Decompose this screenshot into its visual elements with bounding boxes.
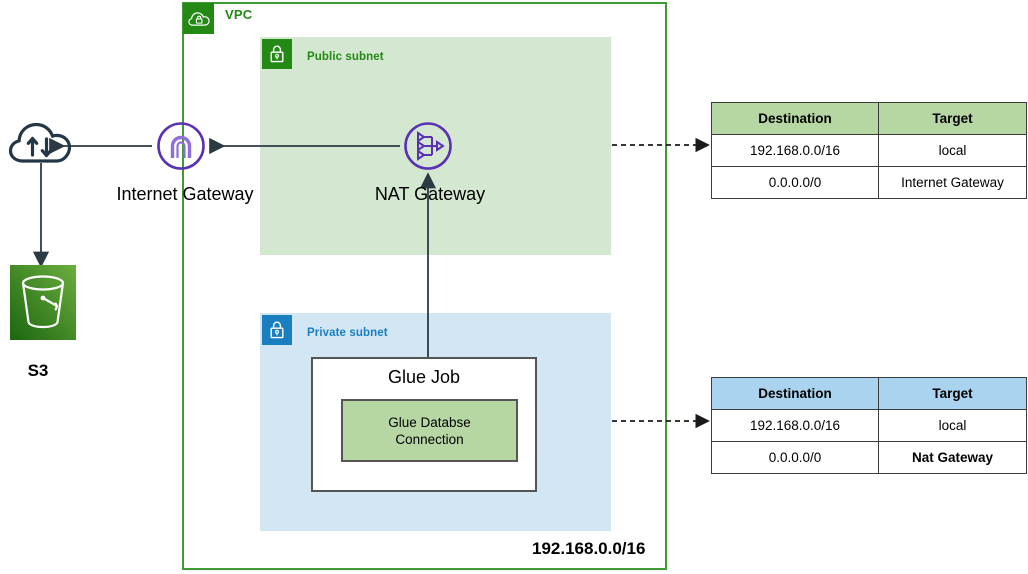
column-header-target: Target — [878, 377, 1027, 410]
vpc-boundary — [182, 2, 667, 570]
glue-database-connection-label: Glue Databse Connection — [388, 414, 471, 448]
cell-target: Nat Gateway — [878, 441, 1027, 474]
internet-gateway-label: Internet Gateway — [116, 184, 254, 204]
cell-target: local — [878, 134, 1027, 167]
column-header-destination: Destination — [711, 102, 879, 135]
public-subnet-lock-icon — [262, 39, 292, 69]
cell-target: Internet Gateway — [878, 166, 1027, 199]
column-header-target: Target — [878, 102, 1027, 135]
table-row: 192.168.0.0/16 local — [711, 409, 1027, 442]
cell-target: local — [878, 409, 1027, 442]
vpc-cloud-lock-icon — [183, 3, 214, 34]
nat-gateway-label: NAT Gateway — [374, 184, 486, 204]
glue-connection-line2: Connection — [395, 431, 464, 447]
private-route-table: Destination Target 192.168.0.0/16 local … — [711, 377, 1027, 474]
vpc-label: VPC — [225, 7, 253, 22]
cell-destination: 0.0.0.0/0 — [711, 166, 879, 199]
glue-database-connection-box: Glue Databse Connection — [341, 399, 518, 462]
private-subnet-label: Private subnet — [307, 327, 388, 339]
table-row: 192.168.0.0/16 local — [711, 134, 1027, 167]
cell-destination: 0.0.0.0/0 — [711, 441, 879, 474]
table-header-row: Destination Target — [711, 102, 1027, 135]
table-row: 0.0.0.0/0 Internet Gateway — [711, 166, 1027, 199]
column-header-destination: Destination — [711, 377, 879, 410]
nat-gateway-icon — [402, 120, 454, 172]
glue-job-title: Glue Job — [387, 367, 461, 387]
table-row: 0.0.0.0/0 Nat Gateway — [711, 441, 1027, 474]
s3-bucket-icon — [10, 265, 76, 340]
glue-connection-line1: Glue Databse — [388, 414, 471, 430]
private-subnet-lock-icon — [262, 315, 292, 345]
internet-gateway-icon — [155, 120, 207, 172]
cell-destination: 192.168.0.0/16 — [711, 134, 879, 167]
internet-cloud-icon — [8, 120, 72, 170]
public-subnet-label: Public subnet — [307, 51, 384, 63]
s3-label: S3 — [27, 361, 49, 380]
public-route-table: Destination Target 192.168.0.0/16 local … — [711, 102, 1027, 199]
table-header-row: Destination Target — [711, 377, 1027, 410]
vpc-cidr-label: 192.168.0.0/16 — [532, 539, 646, 558]
cell-destination: 192.168.0.0/16 — [711, 409, 879, 442]
